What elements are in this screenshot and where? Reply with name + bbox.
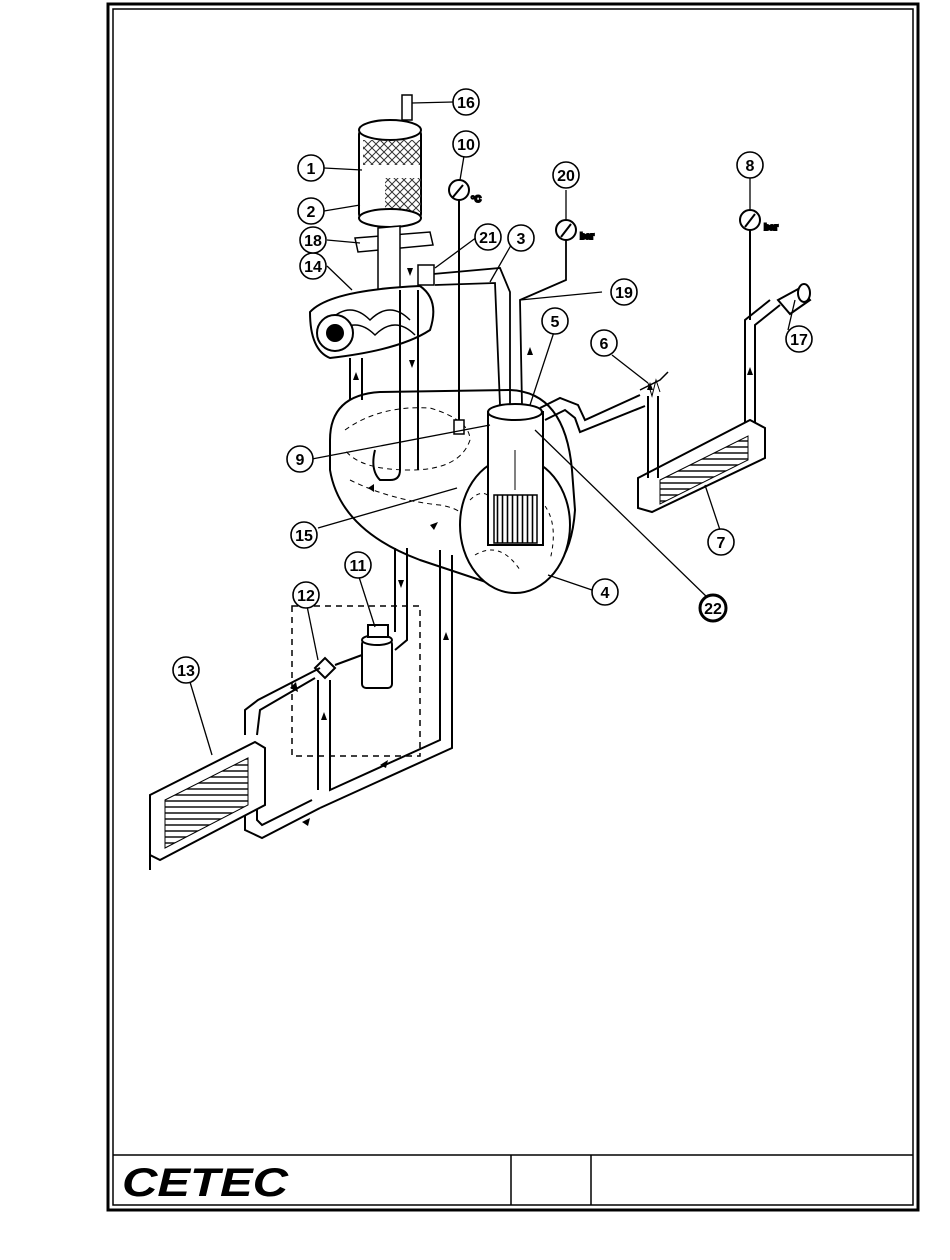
callout-20: 20 (553, 162, 579, 188)
oil-filter (362, 625, 392, 688)
callout-7: 7 (708, 529, 734, 555)
callout-14: 14 (300, 253, 326, 279)
air-filter (359, 95, 421, 227)
callout-17: 17 (786, 326, 812, 352)
sheet-border (108, 4, 918, 1210)
svg-text:4: 4 (601, 585, 610, 602)
svg-text:2: 2 (307, 204, 316, 221)
svg-text:8: 8 (746, 158, 755, 175)
aftercooler (638, 300, 780, 512)
svg-text:7: 7 (717, 535, 726, 552)
separator-element (488, 404, 543, 545)
svg-text:10: 10 (457, 137, 475, 154)
callout-1: 1 (298, 155, 324, 181)
svg-text:17: 17 (790, 332, 808, 349)
svg-text:3: 3 (517, 231, 526, 248)
svg-text:15: 15 (295, 528, 313, 545)
outlet-valve (778, 284, 810, 314)
svg-text:11: 11 (350, 558, 367, 575)
svg-text:6: 6 (600, 336, 609, 353)
callout-22: 22 (700, 595, 726, 621)
svg-text:20: 20 (557, 168, 575, 185)
callout-19: 19 (611, 279, 637, 305)
callout-11: 11 (345, 552, 371, 578)
callout-8: 8 (737, 152, 763, 178)
callout-5: 5 (542, 308, 568, 334)
svg-text:1: 1 (307, 161, 316, 178)
thermometer-unit: °C (471, 194, 482, 204)
callout-21: 21 (475, 224, 501, 250)
svg-text:18: 18 (304, 233, 322, 250)
compressor-airend (310, 286, 433, 358)
callouts: 1 2 3 4 5 6 7 8 9 10 11 12 13 14 15 16 1… (173, 89, 812, 683)
callout-2: 2 (298, 198, 324, 224)
title-block: CETEC (113, 1155, 913, 1205)
pressure-unit-left: bar (580, 231, 595, 241)
svg-text:5: 5 (551, 314, 560, 331)
pressure-unit-right: bar (764, 222, 779, 232)
svg-text:9: 9 (296, 452, 305, 469)
callout-12: 12 (293, 582, 319, 608)
callout-15: 15 (291, 522, 317, 548)
svg-text:13: 13 (177, 663, 195, 680)
svg-text:21: 21 (479, 230, 497, 247)
callout-18: 18 (300, 227, 326, 253)
pressure-gauge-discharge: bar (740, 210, 779, 320)
oil-cooler (150, 742, 265, 870)
svg-text:14: 14 (304, 259, 322, 276)
callout-4: 4 (592, 579, 618, 605)
callout-3: 3 (508, 225, 534, 251)
svg-text:19: 19 (615, 285, 633, 302)
callout-13: 13 (173, 657, 199, 683)
svg-text:12: 12 (297, 588, 315, 605)
compressor-oil-circuit: °C bar bar (150, 89, 812, 870)
callout-10: 10 (453, 131, 479, 157)
svg-text:22: 22 (704, 601, 722, 618)
callout-9: 9 (287, 446, 313, 472)
callout-6: 6 (591, 330, 617, 356)
svg-text:16: 16 (457, 95, 475, 112)
company-logo: CETEC (122, 1161, 289, 1205)
callout-16: 16 (453, 89, 479, 115)
